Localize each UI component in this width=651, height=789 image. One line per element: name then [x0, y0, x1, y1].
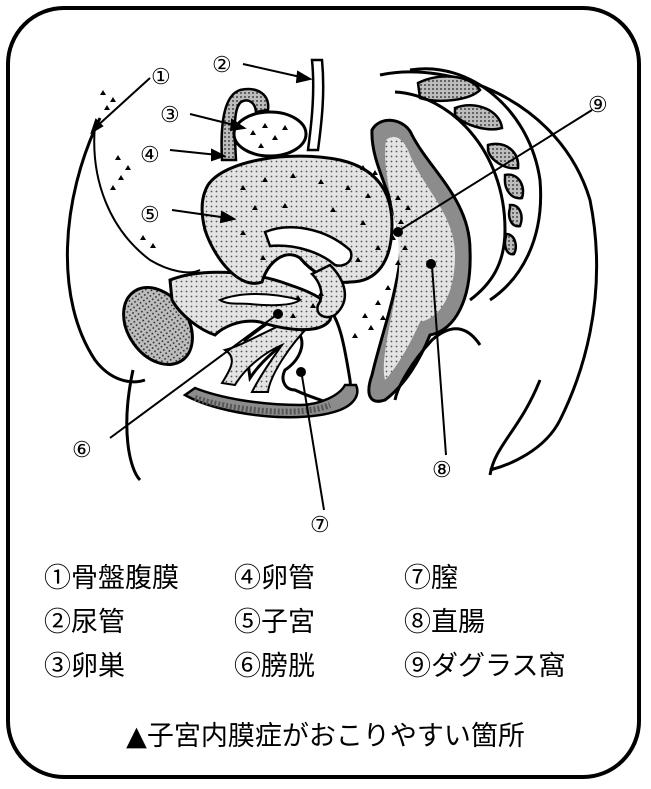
- legend-item-9: ⑨ダグラス窩: [404, 650, 604, 684]
- callout-3: ③: [160, 103, 180, 128]
- legend-item-8: ⑧直腸: [404, 606, 604, 640]
- legend-item-5: ⑤子宮: [234, 606, 404, 640]
- callout-4: ④: [140, 143, 160, 168]
- legend-item-2: ②尿管: [44, 606, 234, 640]
- callout-2: ②: [212, 53, 232, 78]
- ureter: [308, 60, 323, 150]
- callout-7: ⑦: [310, 513, 330, 538]
- callout-5: ⑤: [140, 203, 160, 228]
- anatomy-diagram: ① ② ③ ④ ⑤ ⑥ ⑦ ⑧ ⑨: [0, 0, 651, 560]
- legend: ①骨盤腹膜 ④卵管 ⑦膣 ②尿管 ⑤子宮 ⑧直腸 ③卵巣 ⑥膀胱 ⑨ダグラス窩: [44, 562, 634, 684]
- legend-item-6: ⑥膀胱: [234, 650, 404, 684]
- footnote-endometriosis-sites: ▲子宮内膜症がおこりやすい箇所: [0, 714, 651, 753]
- legend-item-1: ①骨盤腹膜: [44, 562, 234, 596]
- ovary: [234, 112, 306, 156]
- callout-6: ⑥: [72, 438, 92, 463]
- legend-item-4: ④卵管: [234, 562, 404, 596]
- legend-item-3: ③卵巣: [44, 650, 234, 684]
- callout-9: ⑨: [588, 93, 608, 118]
- callout-1: ①: [151, 65, 171, 90]
- callout-8: ⑧: [432, 458, 452, 483]
- legend-item-7: ⑦膣: [404, 562, 604, 596]
